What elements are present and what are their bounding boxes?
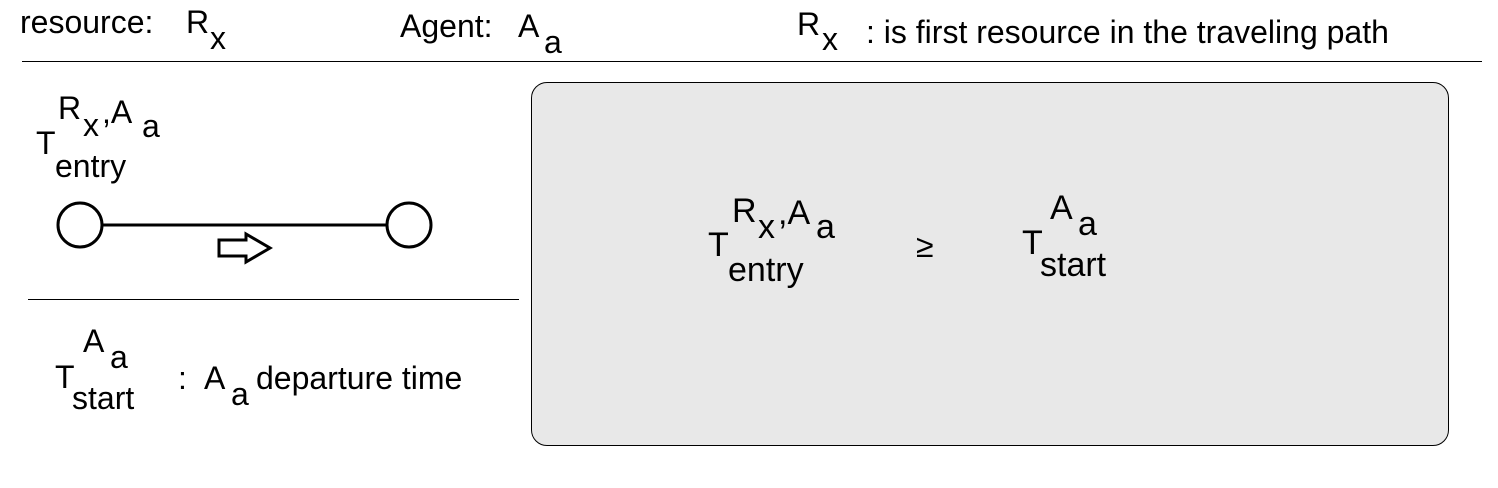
constraint-lhs-sup-A-sub: a <box>816 208 835 246</box>
start-desc-A: A <box>204 360 226 396</box>
start-sup-A-sub: a <box>110 339 128 375</box>
constraint-rhs-sup-A: A <box>1050 189 1073 227</box>
start-time-T: T <box>55 359 75 395</box>
constraint-box <box>531 82 1449 446</box>
constraint-lhs-sub: entry <box>728 251 804 289</box>
note-symbol: R <box>797 6 821 42</box>
entry-sub: entry <box>55 148 127 184</box>
entry-sup-R: R <box>58 90 82 126</box>
start-desc-colon: : <box>178 360 187 396</box>
left-divider <box>28 299 519 300</box>
agent-label: Agent: <box>400 8 493 44</box>
start-desc-text: departure time <box>256 360 463 396</box>
entry-sup-R-sub: x <box>83 107 99 143</box>
start-sub: start <box>72 380 135 416</box>
resource-label: resource: <box>20 4 154 40</box>
constraint-lhs-sup-comma-A: ,A <box>778 194 811 232</box>
constraint-rhs-sup-A-sub: a <box>1078 205 1097 243</box>
constraint-lhs-sup-R: R <box>732 192 757 230</box>
constraint-lhs-sup-R-sub: x <box>758 208 775 246</box>
start-node <box>56 201 104 249</box>
direction-arrow-icon <box>217 231 273 265</box>
resource-symbol: R <box>186 4 210 40</box>
resource-subscript: x <box>210 20 226 56</box>
constraint-operator: ≥ <box>916 228 934 264</box>
start-desc-A-sub: a <box>231 376 249 412</box>
agent-symbol: A <box>518 8 540 44</box>
header-divider <box>22 61 1482 62</box>
start-sup-A: A <box>83 323 105 359</box>
constraint-rhs-sub: start <box>1040 246 1107 284</box>
entry-sup-A-sub: a <box>142 108 160 144</box>
end-node <box>385 201 433 249</box>
agent-subscript: a <box>544 24 562 60</box>
constraint-rhs-T: T <box>1022 224 1043 262</box>
note-subscript: x <box>822 21 838 57</box>
note-text: : is first resource in the traveling pat… <box>866 14 1389 50</box>
constraint-lhs-T: T <box>708 226 729 264</box>
entry-sup-comma-A: ,A <box>102 94 133 130</box>
entry-time-T: T <box>36 125 56 161</box>
